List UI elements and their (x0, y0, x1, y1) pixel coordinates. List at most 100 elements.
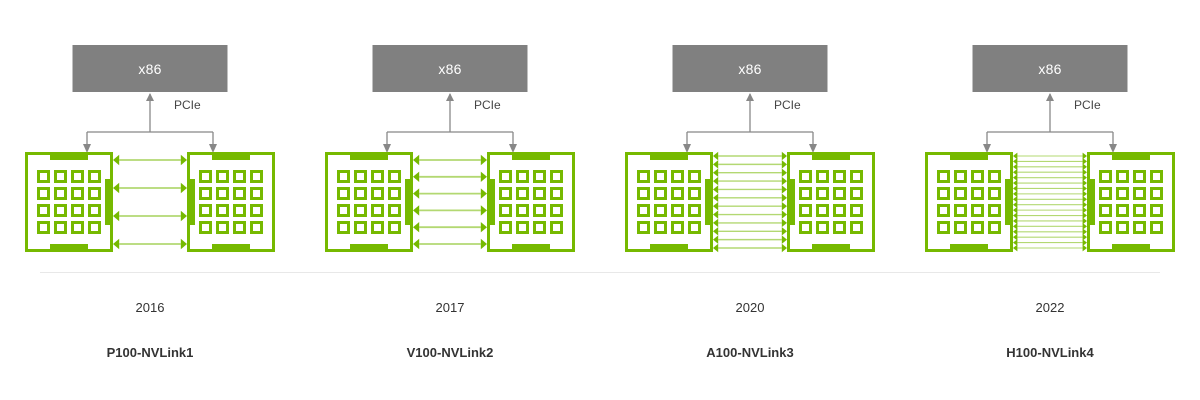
gpu-core (937, 204, 950, 217)
gpu-core (337, 187, 350, 200)
chip-connector-tab-bottom (1112, 244, 1150, 250)
panel-year-label: 2016 (135, 300, 165, 315)
chip-connector-tab-bottom (350, 244, 388, 250)
gpu-chip-p100-0 (25, 152, 113, 252)
gpu-core (988, 221, 1001, 234)
gpu-core (799, 187, 812, 200)
gpu-core (1150, 170, 1163, 183)
gpu-core (37, 221, 50, 234)
gpu-core (199, 187, 212, 200)
gpu-core (671, 187, 684, 200)
gpu-core (954, 170, 967, 183)
gpu-core (816, 221, 829, 234)
gpu-core (1150, 221, 1163, 234)
gpu-core (799, 170, 812, 183)
gpu-core (937, 221, 950, 234)
x86-host-box: x86 (372, 45, 528, 92)
pcie-connector: PCIe (670, 92, 830, 154)
gpu-core (688, 221, 701, 234)
gpu-core-grid (637, 170, 701, 234)
chip-connector-tab-side-r (1005, 179, 1011, 225)
gpu-core-grid (937, 170, 1001, 234)
gpu-core-grid (337, 170, 401, 234)
chip-connector-tab-top (350, 154, 388, 160)
nvlink-bundle (413, 152, 487, 252)
gpu-core-grid (199, 170, 263, 234)
pcie-label: PCIe (474, 98, 501, 112)
chip-connector-tab-side-l (1089, 179, 1095, 225)
gpu-core (250, 170, 263, 183)
gpu-core (550, 170, 563, 183)
gpu-core (637, 204, 650, 217)
gpu-core (233, 204, 246, 217)
gpu-pair (25, 152, 275, 252)
gpu-chip-v100-1 (487, 152, 575, 252)
gpu-core (337, 170, 350, 183)
gpu-core (1150, 204, 1163, 217)
gpu-core (499, 170, 512, 183)
gpu-core (550, 204, 563, 217)
chip-connector-tab-top (650, 154, 688, 160)
gpu-core (388, 187, 401, 200)
x86-host-box: x86 (72, 45, 228, 92)
gpu-core-grid (37, 170, 101, 234)
gpu-pair (925, 152, 1175, 252)
gpu-core (833, 187, 846, 200)
gpu-core (937, 170, 950, 183)
gpu-core (71, 187, 84, 200)
gpu-core (1150, 187, 1163, 200)
gpu-core (233, 170, 246, 183)
gpu-chip-h100-0 (925, 152, 1013, 252)
gpu-core (671, 170, 684, 183)
chip-connector-tab-side-r (405, 179, 411, 225)
panel-year-label: 2017 (435, 300, 465, 315)
gpu-core (937, 187, 950, 200)
nvlink-bundle (713, 151, 787, 253)
gpu-core (654, 187, 667, 200)
gpu-core (954, 221, 967, 234)
gpu-core (216, 170, 229, 183)
nvlink-bundle (113, 152, 187, 252)
gpu-core (533, 221, 546, 234)
gpu-core (337, 204, 350, 217)
gpu-core (54, 204, 67, 217)
chip-connector-tab-bottom (512, 244, 550, 250)
gpu-core (354, 170, 367, 183)
gpu-core (233, 187, 246, 200)
gpu-core (388, 221, 401, 234)
gpu-core (54, 221, 67, 234)
panel-model-label: P100-NVLink1 (106, 345, 194, 360)
gpu-core (533, 187, 546, 200)
gpu-core (250, 204, 263, 217)
gpu-core (216, 221, 229, 234)
gpu-core (250, 221, 263, 234)
gpu-core (337, 221, 350, 234)
gpu-pair (325, 152, 575, 252)
gpu-chip-h100-1 (1087, 152, 1175, 252)
gpu-core (816, 187, 829, 200)
gpu-core (1099, 221, 1112, 234)
gpu-core (971, 170, 984, 183)
chip-connector-tab-bottom (50, 244, 88, 250)
gpu-core (1133, 204, 1146, 217)
gpu-core (850, 187, 863, 200)
gpu-core (654, 170, 667, 183)
gpu-core (637, 170, 650, 183)
gpu-core (71, 204, 84, 217)
gpu-core (1116, 187, 1129, 200)
gpu-core (1116, 170, 1129, 183)
gpu-core (1099, 204, 1112, 217)
gpu-core (199, 204, 212, 217)
gpu-core (371, 221, 384, 234)
gpu-core (688, 187, 701, 200)
gpu-core (88, 204, 101, 217)
gpu-core (199, 221, 212, 234)
chip-connector-tab-side-l (489, 179, 495, 225)
gpu-core (654, 204, 667, 217)
chip-connector-tab-side-l (789, 179, 795, 225)
gpu-core (671, 221, 684, 234)
